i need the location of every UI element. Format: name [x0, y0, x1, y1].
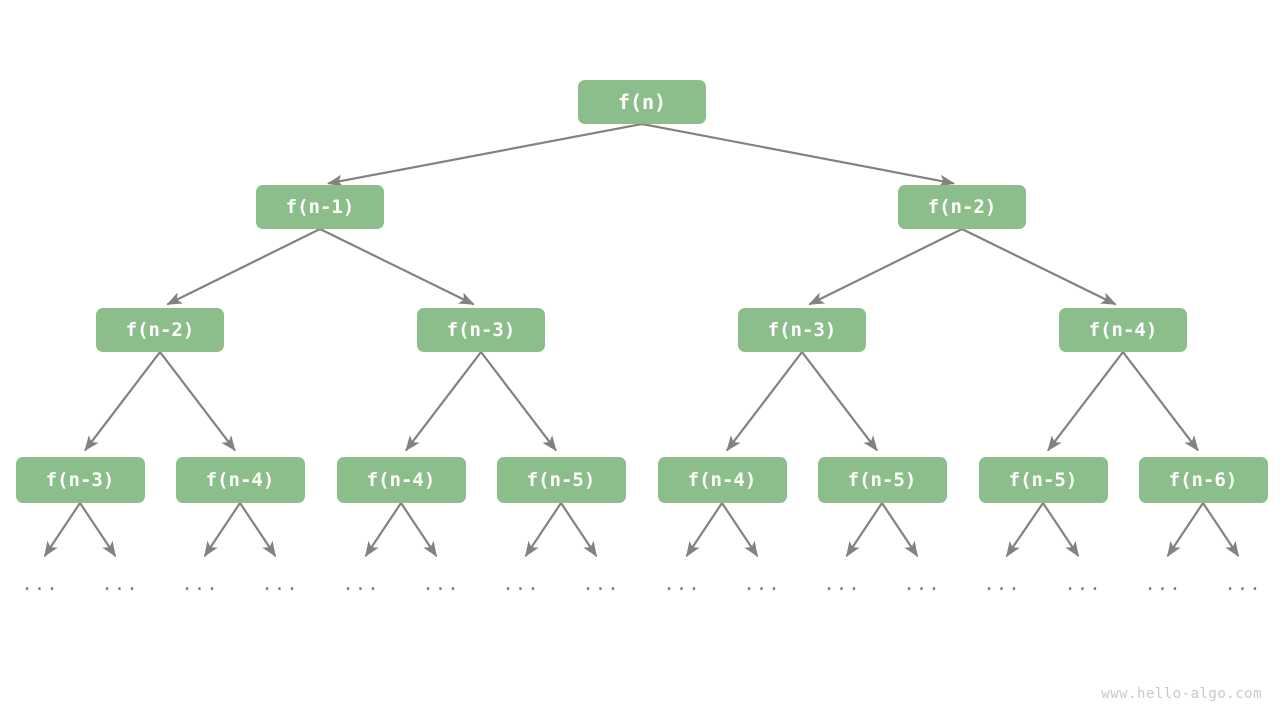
tree-node: f(n-2) [96, 308, 224, 352]
tree-node: f(n-1) [256, 185, 384, 229]
ellipsis-label: ... [903, 573, 941, 595]
tree-node-label: f(n-2) [927, 196, 997, 218]
tree-edge [640, 122, 955, 187]
tree-node: f(n) [578, 80, 706, 124]
tree-node: f(n-2) [898, 185, 1026, 229]
tree-node-label: f(n) [617, 90, 667, 114]
tree-node-label: f(n-3) [45, 469, 115, 491]
ellipsis-label: ... [422, 573, 460, 595]
tree-edge [405, 350, 483, 452]
tree-node-label: f(n-4) [205, 469, 275, 491]
tree-node: f(n-4) [175, 457, 305, 503]
tree-edge [158, 350, 236, 452]
tree-node: f(n-3) [15, 457, 145, 503]
ellipsis-label: ... [261, 573, 299, 595]
ellipsis-label: ... [181, 573, 219, 595]
leaf-edge [364, 501, 403, 557]
leaf-edge [78, 501, 117, 557]
tree-node: f(n-5) [978, 457, 1108, 503]
ellipsis-label: ... [983, 573, 1021, 595]
leaf-edge [1041, 501, 1080, 557]
tree-node-label: f(n-6) [1168, 469, 1238, 491]
tree-node: f(n-4) [1059, 308, 1187, 352]
tree-node-label: f(n-5) [1008, 469, 1078, 491]
ellipsis-label: ... [1224, 573, 1262, 595]
tree-node-label: f(n-5) [847, 469, 917, 491]
tree-edge [1121, 350, 1199, 452]
leaf-edge [559, 501, 598, 557]
tree-edge [479, 350, 557, 452]
ellipsis-label: ... [21, 573, 59, 595]
tree-node-label: f(n-2) [125, 319, 195, 341]
ellipsis-label: ... [582, 573, 620, 595]
ellipsis-label: ... [1064, 573, 1102, 595]
leaf-edge [43, 501, 82, 557]
watermark: www.hello-algo.com [1101, 686, 1262, 702]
leaf-edge [1005, 501, 1045, 558]
tree-node-label: f(n-5) [526, 469, 596, 491]
leaf-edge [1201, 501, 1240, 557]
ellipsis-label: ... [1144, 573, 1182, 595]
tree-node: f(n-6) [1138, 457, 1268, 503]
tree-node-label: f(n-4) [1088, 319, 1158, 341]
tree-edge [327, 122, 644, 187]
leaf-edge [203, 501, 242, 557]
leaf-edge [399, 501, 438, 557]
ellipsis-label: ... [743, 573, 781, 595]
tree-edge [84, 350, 162, 452]
tree-node: f(n-4) [336, 457, 466, 503]
ellipsis-label: ... [823, 573, 861, 595]
leaf-edge [720, 501, 759, 557]
tree-node-label: f(n-3) [767, 319, 837, 341]
leaf-edge [845, 501, 884, 557]
tree-edge [726, 350, 804, 452]
leaf-edge [238, 501, 277, 557]
tree-node: f(n-3) [417, 308, 545, 352]
tree-node-label: f(n-1) [285, 196, 355, 218]
ellipsis-label: ... [342, 573, 380, 595]
ellipsis-label: ... [101, 573, 139, 595]
tree-node-label: f(n-3) [446, 319, 516, 341]
tree-edge [800, 350, 878, 452]
tree-node: f(n-3) [738, 308, 866, 352]
tree-edge [808, 227, 964, 306]
tree-edge [318, 227, 475, 306]
tree-node: f(n-4) [657, 457, 787, 503]
tree-node-label: f(n-4) [366, 469, 436, 491]
ellipsis-label: ... [663, 573, 701, 595]
ellipsis-label: ... [502, 573, 540, 595]
tree-edge [1047, 350, 1125, 452]
tree-edge [166, 227, 322, 306]
tree-node: f(n-5) [496, 457, 626, 503]
leaf-edge [685, 501, 724, 557]
tree-node: f(n-5) [817, 457, 947, 503]
leaf-edge [1166, 501, 1205, 557]
leaf-edge [524, 501, 563, 557]
tree-edge [960, 227, 1117, 306]
leaf-edge [880, 501, 919, 557]
tree-node-label: f(n-4) [687, 469, 757, 491]
